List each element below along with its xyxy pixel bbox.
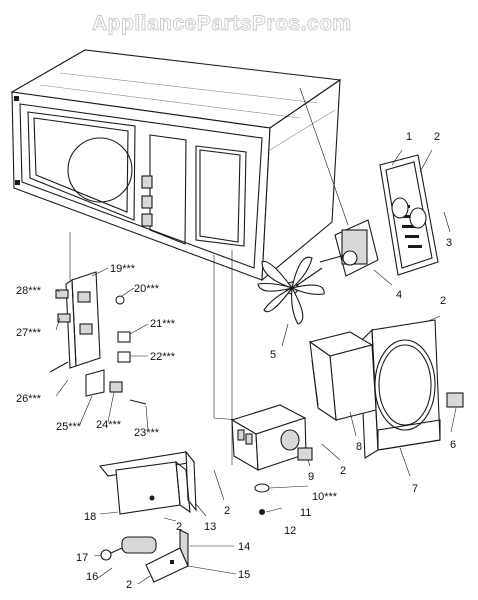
- callout-2: 2: [434, 131, 440, 143]
- callout-2: 2: [224, 505, 230, 517]
- air-guide-part-8: [308, 331, 377, 422]
- callout-19: 19***: [110, 263, 136, 275]
- callout-2: 2: [126, 579, 132, 591]
- callout-28: 28***: [16, 285, 42, 297]
- callout-8: 8: [356, 441, 362, 453]
- callout-26: 26***: [16, 393, 42, 405]
- callout-27: 27***: [16, 327, 42, 339]
- fan-blade-part-5: [257, 256, 325, 325]
- diode-parts-16-17: [100, 536, 157, 561]
- callout-23: 23***: [134, 427, 160, 439]
- callout-6: 6: [450, 439, 456, 451]
- callout-14: 14: [238, 541, 250, 553]
- callout-7: 7: [412, 483, 418, 495]
- transformer-part-9: [230, 404, 307, 471]
- callout-13: 13: [204, 521, 216, 533]
- callout-9: 9: [308, 471, 314, 483]
- callout-15: 15: [238, 569, 250, 581]
- callout-16: 16: [86, 571, 98, 583]
- leader-lines: [55, 149, 457, 585]
- callout-24: 24***: [96, 419, 122, 431]
- fitting-parts-11-12: [254, 483, 270, 515]
- callout-18: 18: [84, 511, 96, 523]
- pad-part-6: [446, 392, 464, 408]
- callout-12: 12: [284, 525, 296, 537]
- callout-20: 20***: [134, 283, 160, 295]
- bracket-parts-14-15: [145, 529, 189, 583]
- callout-labels: 1 2 3 4 5 2 6 7 8 2 9 10*** 11 12 2 13 2…: [16, 131, 456, 591]
- callout-4: 4: [396, 289, 402, 301]
- watermark-text: AppliancePartsPros.com: [92, 12, 352, 35]
- callout-10: 10***: [312, 491, 338, 503]
- callout-1: 1: [406, 131, 412, 143]
- callout-17: 17: [76, 552, 88, 564]
- callout-3: 3: [446, 237, 452, 249]
- rear-panel-part-1: [379, 154, 439, 276]
- cabinet: [10, 49, 342, 282]
- callout-2: 2: [176, 521, 182, 533]
- callout-2: 2: [340, 465, 346, 477]
- callout-25: 25***: [56, 421, 82, 433]
- capacitor-box-part-18: [115, 460, 191, 515]
- fan-shroud-part-7: [359, 319, 441, 459]
- fan-motor-part-4: [319, 219, 379, 277]
- switch-bracket-assembly: [49, 271, 147, 405]
- callout-11: 11: [300, 507, 311, 519]
- callout-21: 21***: [150, 318, 176, 330]
- callout-2: 2: [440, 295, 446, 307]
- thermal-part-10: [297, 447, 313, 461]
- callout-5: 5: [270, 349, 276, 361]
- callout-22: 22***: [150, 351, 176, 363]
